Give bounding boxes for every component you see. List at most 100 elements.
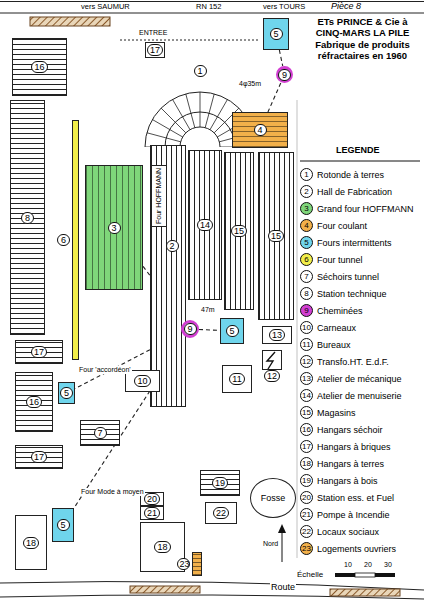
- legend-text: Magasins: [317, 408, 356, 418]
- legend-item: Pompe à Incendie: [300, 508, 390, 521]
- legend-number: 14: [300, 389, 313, 402]
- legend-item: Grand four HOFFMANN: [300, 202, 414, 215]
- transformer: 12: [262, 350, 282, 370]
- callout-number: 11: [229, 373, 244, 385]
- legend-text: Carneaux: [317, 323, 356, 333]
- north-arrow-head: [278, 524, 286, 533]
- callout-number: 17: [31, 451, 47, 463]
- rotunda-spoke: [161, 108, 186, 133]
- legend-item: Locaux sociaux: [300, 525, 379, 538]
- rotunda-spoke: [210, 99, 228, 129]
- scale-bar: [375, 573, 395, 577]
- hatched-wall: [330, 589, 400, 596]
- legend-number: 12: [300, 355, 313, 368]
- shed: 16: [12, 38, 67, 96]
- legend-text: Hall de Fabrication: [317, 187, 392, 197]
- flue-line: [279, 50, 282, 66]
- legend-text: Locaux sociaux: [317, 527, 379, 537]
- callout-number: 3: [108, 222, 121, 234]
- legend-text: Séchoirs tunnel: [317, 272, 379, 282]
- legend-number: 6: [300, 253, 313, 266]
- callout-number: 16: [26, 396, 42, 408]
- hall: 2 Four HOFFMANN: [150, 145, 186, 407]
- legend-item: Hangars séchoir: [300, 423, 383, 436]
- tunnel-kiln: 6: [72, 120, 79, 360]
- legend-text: Hangars à terres: [317, 459, 384, 469]
- map-label: Nord: [262, 540, 279, 548]
- legend-text: Station ess. et Fuel: [317, 493, 394, 503]
- intermittent-kiln: 5: [58, 382, 75, 404]
- legend-item: Transfo.HT. E.d.F.: [300, 355, 389, 368]
- legend-rule: [300, 161, 420, 162]
- callout-number: 2: [166, 240, 179, 252]
- building: 17: [145, 42, 165, 58]
- callout-number: 18: [23, 537, 39, 549]
- north-arrow: [282, 530, 283, 562]
- office: 11: [222, 365, 252, 393]
- legend-text: Cheminées: [317, 306, 363, 316]
- legend-text: Hangars à briques: [317, 442, 391, 452]
- shed: 17: [15, 340, 63, 364]
- legend-item: Hangars à bois: [300, 474, 378, 487]
- callout-number: 14: [197, 219, 213, 231]
- map-label: RN 152: [195, 3, 222, 11]
- store: 15: [224, 152, 254, 310]
- callout-number: 21: [144, 507, 160, 519]
- map-label: LEGENDE: [335, 146, 381, 156]
- legend-number: 2: [300, 185, 313, 198]
- chimney: 9: [276, 66, 293, 83]
- shed: 16: [15, 372, 53, 432]
- legend-item: Atelier de mécanique: [300, 372, 402, 385]
- callout-number: 17: [31, 346, 47, 358]
- legend-number: 18: [300, 457, 313, 470]
- legend-number: 13: [300, 372, 313, 385]
- legend-item: Logements ouvriers: [300, 542, 396, 555]
- legend-item: Four tunnel: [300, 253, 363, 266]
- callout-number: 10: [134, 375, 150, 387]
- rotunda-spoke: [152, 120, 182, 138]
- callout-number: 4: [254, 124, 267, 136]
- map-label: 30: [383, 561, 393, 569]
- legend-number: 22: [300, 525, 313, 538]
- site-boundary: [120, 40, 260, 41]
- map-label: 20: [363, 561, 373, 569]
- rotunda-spoke: [147, 133, 181, 142]
- legend-number: 8: [300, 287, 313, 300]
- workshop: 13: [262, 326, 292, 344]
- legend-text: Pompe à Incendie: [317, 510, 390, 520]
- legend-text: Four coulant: [317, 221, 367, 231]
- map-label: ENTREE: [138, 29, 168, 37]
- shed: 18: [15, 515, 47, 570]
- map-label: 4φ35m: [238, 80, 262, 88]
- map-label: Échelle: [296, 571, 324, 580]
- building-label: Four HOFFMANN: [154, 168, 164, 224]
- legend-text: Atelier de menuiserie: [317, 391, 402, 401]
- shed: 17: [15, 445, 63, 469]
- legend-item: Fours intermittents: [300, 236, 392, 249]
- building: 8: [10, 100, 45, 335]
- callout-number: 13: [269, 329, 285, 341]
- hatched-wall: [30, 17, 110, 26]
- legend-text: Logements ouvriers: [317, 544, 396, 554]
- legend-number: 23: [300, 542, 313, 555]
- callout-number: 16: [31, 61, 47, 73]
- map-label: Four Mode à moyen: [80, 488, 145, 496]
- legend-number: 21: [300, 508, 313, 521]
- intermittent-kiln: 5: [220, 318, 244, 344]
- map-label: Four 'accordéon': [78, 366, 132, 374]
- legend-text: Grand four HOFFMANN: [317, 204, 414, 214]
- callout-number: 19: [212, 477, 228, 489]
- legend-number: 11: [300, 338, 313, 351]
- chimney: 9: [181, 320, 199, 338]
- legend-number: 7: [300, 270, 313, 283]
- hatched-wall: [130, 586, 200, 593]
- legend-text: Bureaux: [317, 340, 351, 350]
- legend-text: Hangars séchoir: [317, 425, 383, 435]
- legend-text: Transfo.HT. E.d.F.: [317, 357, 389, 367]
- callout-number: 1: [194, 65, 207, 77]
- legend-number: 19: [300, 474, 313, 487]
- rotunda-spoke: [200, 92, 201, 127]
- map-label: 10: [343, 561, 353, 569]
- callout-number: 22: [213, 507, 229, 519]
